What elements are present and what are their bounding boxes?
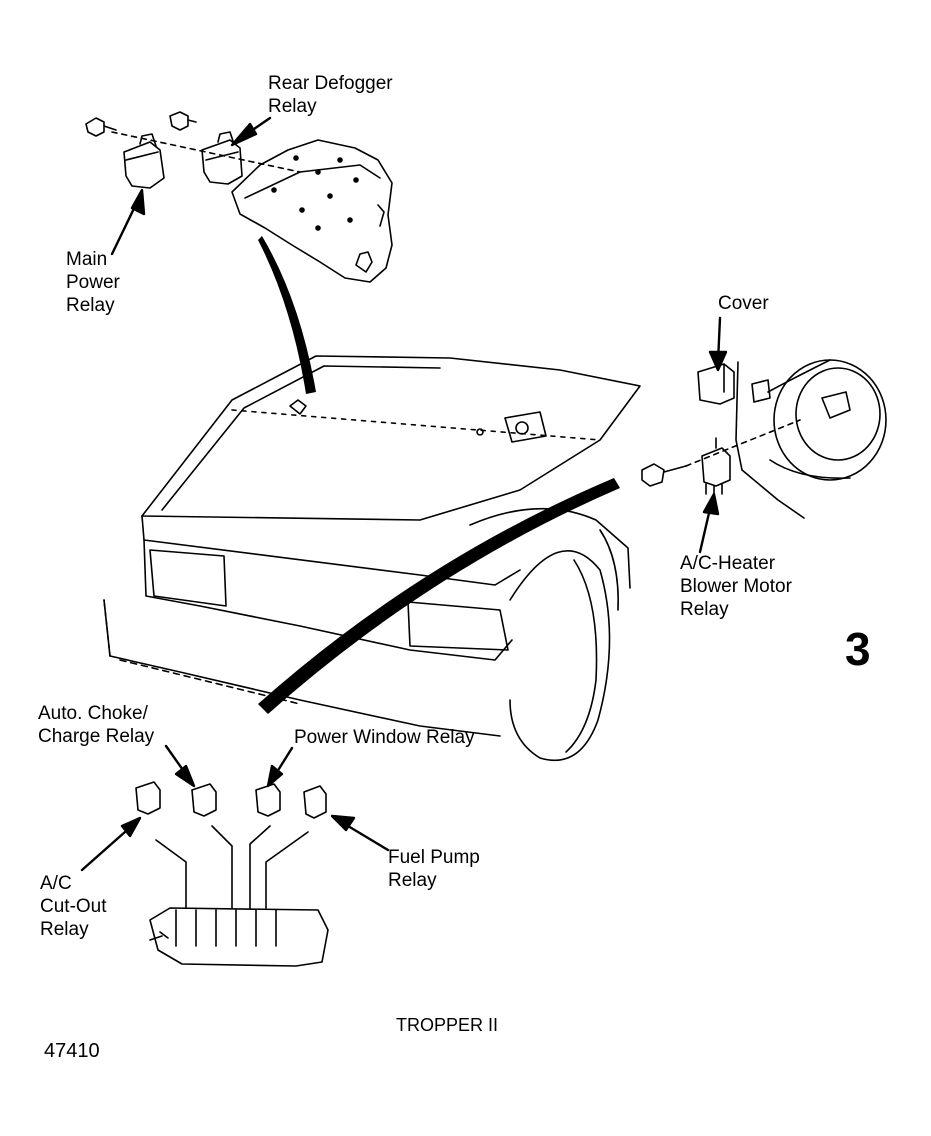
bracket-alignment-line <box>111 131 301 173</box>
ac-cut-out-label-line-2: Cut-Out <box>40 896 107 917</box>
ac-relay-alignment-line <box>685 419 801 467</box>
ac-cut-out-label-line-1: A/C <box>40 873 72 894</box>
fuel-pump-label-line-1: Fuel Pump <box>388 847 480 868</box>
relay-bracket <box>231 139 393 283</box>
lower-relays <box>135 781 327 819</box>
ac-heater-relay-label-line-2: Blower Motor <box>680 576 792 597</box>
ac-heater-relay-drawing <box>701 437 731 497</box>
main-power-relay-label: Main Power Relay <box>66 248 120 317</box>
ac-relay-screw <box>641 463 687 487</box>
main-power-relay-label-line-1: Main <box>66 249 108 270</box>
rear-defogger-relay-label-line-2: Relay <box>268 96 317 117</box>
lower-leader <box>258 478 620 714</box>
callout-arrows <box>80 116 728 872</box>
ac-cut-out-label-line-3: Relay <box>40 919 89 940</box>
rear-defogger-relay-label: Rear Defogger Relay <box>268 72 393 118</box>
blower-housing <box>735 359 887 519</box>
auto-choke-charge-relay-label: Auto. Choke/ Charge Relay <box>38 702 154 748</box>
power-window-relay-label: Power Window Relay <box>294 727 475 748</box>
fuel-pump-label-line-2: Relay <box>388 870 437 891</box>
auto-choke-label-line-2: Charge Relay <box>38 726 155 747</box>
vehicle-front <box>103 355 641 762</box>
main-power-relay-label-line-2: Power <box>66 272 120 293</box>
mounting-screws <box>85 111 197 137</box>
bracket-leader <box>258 236 316 394</box>
figure-number: 3 <box>845 623 871 675</box>
main-power-relay-label-line-3: Relay <box>66 295 115 316</box>
main-power-relay-drawing <box>123 133 165 189</box>
cover-drawing <box>697 363 735 405</box>
rear-defogger-relay-label-line-1: Rear Defogger <box>268 73 393 94</box>
part-code: 47410 <box>44 1040 100 1062</box>
auto-choke-label-line-1: Auto. Choke/ <box>38 703 148 724</box>
relay-block <box>149 825 329 967</box>
ac-cut-out-relay-label: A/C Cut-Out Relay <box>40 872 107 941</box>
ac-heater-relay-label-line-1: A/C-Heater <box>680 553 776 574</box>
cover-label: Cover <box>718 293 769 314</box>
ac-heater-blower-motor-relay-label: A/C-Heater Blower Motor Relay <box>680 552 792 621</box>
ac-heater-relay-label-line-3: Relay <box>680 599 729 620</box>
vehicle-model-caption: TROPPER II <box>396 1015 499 1035</box>
fuel-pump-relay-label: Fuel Pump Relay <box>388 846 480 892</box>
